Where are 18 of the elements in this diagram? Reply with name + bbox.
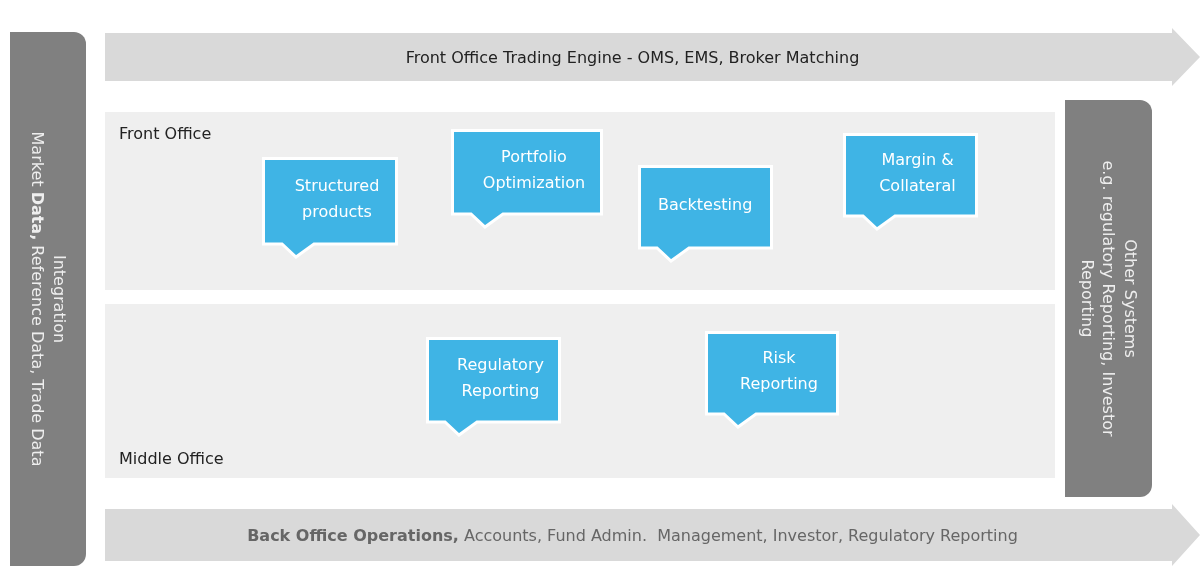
callout-label: Structured products bbox=[293, 174, 381, 223]
callout-label: Regulatory Reporting bbox=[456, 353, 545, 402]
callout-label: Margin & Collateral bbox=[878, 148, 957, 197]
bar-label: Other Systems bbox=[1119, 239, 1141, 358]
callout-label: Portfolio Optimization bbox=[481, 145, 587, 194]
side-bar bbox=[10, 32, 86, 566]
section-panel bbox=[105, 304, 1055, 478]
callout-label: Risk Reporting bbox=[739, 346, 819, 395]
band-label: Front Office Trading Engine - OMS, EMS, Broker Matching bbox=[405, 47, 860, 67]
bar-label: Integration bbox=[48, 254, 70, 344]
bar-label: e.g. regulatory Reporting, Investor Reporting bbox=[1076, 159, 1120, 439]
side-bar bbox=[1065, 100, 1152, 497]
section-title: Front Office bbox=[119, 124, 212, 143]
callout-label: Backtesting bbox=[657, 193, 754, 216]
section-panel bbox=[105, 112, 1055, 290]
bar-label: Market Data, Reference Data, Trade Data bbox=[27, 131, 48, 467]
section-title: Middle Office bbox=[119, 449, 224, 468]
band-label: Back Office Operations, Accounts, Fund Admin. Management, Investor, Regulatory Reporting bbox=[247, 525, 1018, 545]
